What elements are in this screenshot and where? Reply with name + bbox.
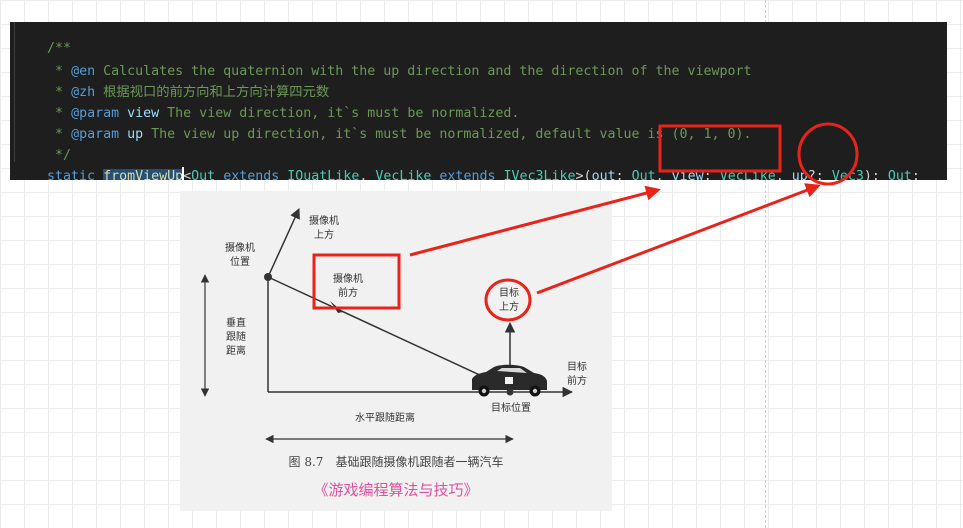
target-position-dot (506, 388, 514, 396)
label-horizontal-distance: 水平跟随距离 (355, 413, 415, 424)
comment-param-view-line: * @param view The view direction, it`s m… (47, 106, 520, 121)
label-target-forward: 目标 前方 (567, 362, 587, 387)
comment-en-line: * @en Calculates the quaternion with the… (47, 64, 752, 79)
doc-tag-param: @param (71, 106, 120, 121)
label-camera-up: 摄像机 上方 (309, 216, 339, 241)
next-comment-line: /** (15, 165, 71, 180)
doc-tag-zh: @zh (71, 85, 96, 100)
doc-param-up: up (127, 127, 144, 142)
doc-en-text: Calculates the quaternion with the up di… (95, 64, 752, 79)
comment-param-up-line: * @param up The view up direction, it`s … (47, 127, 752, 142)
label-target-up: 目标 上方 (499, 288, 519, 313)
view-type: VecLike (719, 169, 776, 180)
comment-zh-line: * @zh 根据视口的前方向和上方向计算四元数 (47, 85, 330, 100)
label-vertical-distance: 垂直 跟随 距离 (226, 318, 246, 357)
label-camera-position: 摄像机 位置 (225, 243, 255, 268)
indent-guide (14, 22, 15, 162)
doc-tag-en: @en (71, 64, 96, 79)
car-icon (472, 364, 547, 397)
function-name[interactable]: fromViewUp (103, 169, 184, 180)
up-param: up (791, 169, 808, 180)
figure-caption: 图 8.7 基础跟随摄像机跟随者一辆汽车 (288, 455, 504, 469)
camera-forward-line (267, 276, 511, 390)
view-param: view (671, 169, 704, 180)
camera-position-dot (264, 273, 272, 281)
book-figure: 摄像机 上方 摄像机 位置 摄像机 前方 垂直 跟随 距离 目标 上方 目标 前… (180, 191, 612, 511)
doc-param-view-text: The view direction, it`s must be normali… (159, 106, 520, 121)
label-target-position: 目标位置 (491, 403, 531, 414)
static-keyword: static (47, 169, 96, 180)
doc-zh-text: 根据视口的前方向和上方向计算四元数 (95, 85, 330, 100)
label-camera-forward: 摄像机 前方 (333, 274, 363, 299)
camera-up-arrow (267, 208, 300, 278)
text-cursor (182, 167, 185, 180)
doc-param-up-text: The view up direction, it`s must be norm… (143, 127, 752, 142)
up-type: Vec3 (831, 169, 864, 180)
code-editor[interactable]: /** * @en Calculates the quaternion with… (10, 22, 947, 180)
camera-diagram (200, 208, 574, 444)
comment-open-line: /** (47, 41, 72, 56)
book-source-title: 《游戏编程算法与技巧》 (313, 481, 479, 499)
comment-close-line: */ (47, 148, 72, 163)
doc-tag-param: @param (71, 127, 120, 142)
function-signature-line[interactable]: static fromViewUp<Out extends IQuatLike,… (15, 145, 920, 180)
doc-param-view: view (127, 106, 160, 121)
